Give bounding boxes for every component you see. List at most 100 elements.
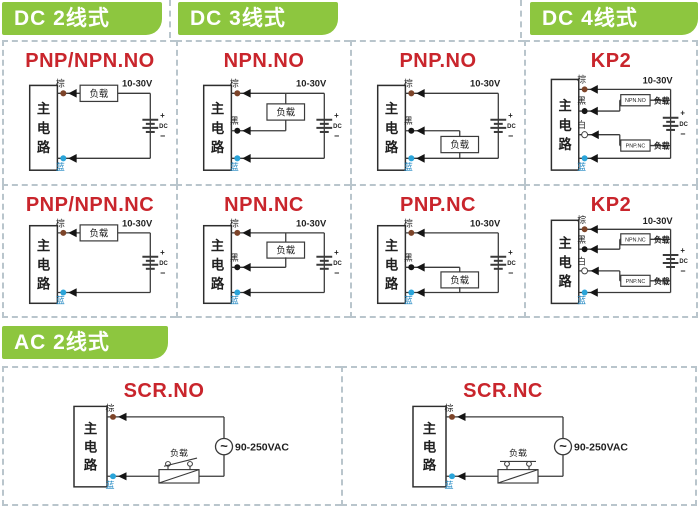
voltage-label: 10-30V bbox=[122, 78, 153, 89]
load-box bbox=[79, 224, 119, 242]
diagram-label: 蓝 bbox=[444, 479, 453, 490]
arrow-icon bbox=[242, 228, 251, 238]
diagram-label: 白 bbox=[577, 255, 586, 266]
load-box-label: 负载 bbox=[450, 274, 469, 286]
dc-battery-icon: +DC− bbox=[662, 246, 689, 276]
black-wire-dot bbox=[234, 127, 241, 134]
blue-wire-dot bbox=[449, 473, 455, 480]
voltage-label: 10-30V bbox=[122, 219, 153, 230]
diagram-label: DC bbox=[507, 261, 516, 267]
arrow-icon bbox=[589, 225, 598, 234]
diagram-label: − bbox=[334, 268, 339, 278]
load-box bbox=[620, 233, 651, 246]
dc-battery-icon: +DC− bbox=[490, 248, 516, 278]
brown-wire-dot bbox=[408, 229, 415, 236]
arrow-icon bbox=[118, 472, 127, 481]
blue-wire-dot bbox=[60, 155, 67, 162]
diagram-label: + bbox=[334, 111, 339, 120]
main-circuit-label: 主 bbox=[558, 235, 571, 251]
brown-wire-dot bbox=[234, 229, 241, 236]
diagram-label: 负载 bbox=[170, 447, 188, 458]
main-circuit-label: 主 bbox=[84, 420, 98, 436]
main-circuit-label: 电 bbox=[211, 120, 225, 136]
diagram-label: + bbox=[508, 111, 513, 120]
diagram-label: 黑 bbox=[230, 253, 239, 263]
diagram-label: + bbox=[680, 109, 685, 118]
diagram-label: − bbox=[508, 131, 513, 141]
main-circuit-label: 路 bbox=[423, 457, 437, 473]
diagram-label: 棕 bbox=[230, 218, 239, 229]
brown-wire-dot bbox=[60, 90, 67, 97]
voltage-label: 90-250VAC bbox=[574, 443, 629, 454]
dc-battery-icon: +DC− bbox=[316, 111, 342, 141]
main-circuit-label: 电 bbox=[423, 439, 437, 455]
main-circuit-label: 电 bbox=[385, 256, 399, 272]
arrow-icon bbox=[590, 266, 599, 276]
main-circuit-label: 主 bbox=[37, 100, 51, 116]
arrow-icon bbox=[242, 153, 251, 163]
section-header-ac-2wire: AC 2线式 bbox=[2, 326, 168, 359]
diagram-label: + bbox=[508, 248, 513, 257]
wire-line bbox=[497, 469, 539, 484]
scr-load-group: 负载 bbox=[497, 447, 539, 484]
arrow-icon bbox=[68, 153, 77, 163]
load-box-label: 负载 bbox=[450, 139, 469, 151]
brown-wire-dot bbox=[581, 226, 588, 233]
diagram-label: − bbox=[160, 131, 165, 141]
blue-wire-dot bbox=[110, 473, 116, 480]
diagram-label: 蓝 bbox=[577, 294, 586, 305]
diagram-label: ~ bbox=[559, 439, 567, 454]
main-circuit-box bbox=[202, 84, 233, 171]
dc-battery-icon: +DC− bbox=[316, 248, 342, 278]
black-wire-dot bbox=[234, 264, 241, 271]
arrow-icon bbox=[589, 85, 598, 94]
diagram-title: SCR.NC bbox=[463, 380, 543, 402]
arrow-icon bbox=[589, 106, 598, 116]
diagram-label: 黑 bbox=[577, 96, 586, 106]
diagram-label: − bbox=[160, 268, 165, 278]
wire-line bbox=[158, 469, 200, 484]
diagram-label: 棕 bbox=[105, 402, 114, 413]
main-circuit-label: 主 bbox=[423, 420, 437, 436]
main-circuit-label: 电 bbox=[84, 439, 98, 455]
section-header-dc-3wire: DC 3线式 bbox=[178, 2, 338, 35]
diagram-label: 黑 bbox=[577, 235, 586, 245]
diagram-title: NPN.NO bbox=[223, 50, 305, 72]
main-circuit-label: 路 bbox=[558, 136, 572, 152]
diagram-label: 蓝 bbox=[230, 294, 239, 305]
arrow-icon bbox=[589, 288, 598, 297]
brown-wire-dot bbox=[449, 414, 455, 420]
switch-contact bbox=[526, 461, 532, 467]
main-circuit-label: 电 bbox=[37, 256, 51, 272]
diagram-label: DC bbox=[159, 124, 168, 130]
voltage-label: 10-30V bbox=[643, 75, 674, 86]
main-circuit-box bbox=[550, 219, 580, 305]
main-circuit-label: 电 bbox=[211, 256, 225, 272]
switch-contact bbox=[187, 461, 193, 467]
main-circuit-box bbox=[202, 224, 233, 305]
diagram-label: + bbox=[680, 246, 685, 255]
main-circuit-label: 路 bbox=[558, 273, 572, 289]
diagram-label: DC bbox=[333, 261, 342, 267]
arrow-icon bbox=[242, 126, 251, 136]
dc-battery-icon: +DC− bbox=[662, 109, 689, 139]
main-circuit-label: 路 bbox=[211, 139, 225, 155]
main-circuit-label: 路 bbox=[37, 275, 51, 291]
load-box-label: PNP.NC bbox=[626, 143, 646, 149]
arrow-icon bbox=[118, 412, 127, 422]
